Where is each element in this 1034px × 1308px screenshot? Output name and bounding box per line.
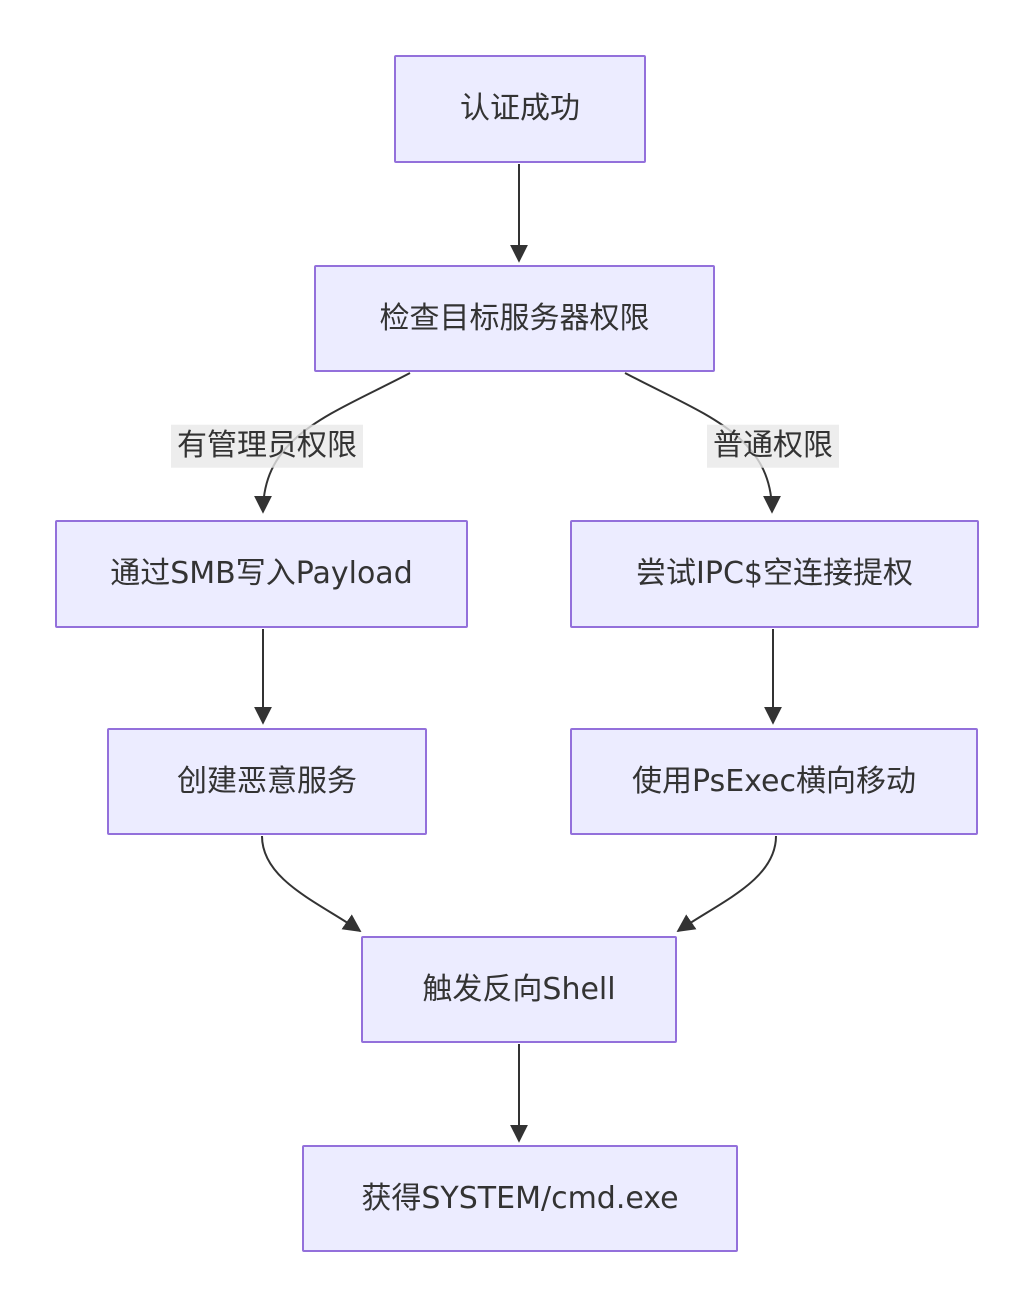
node-create-service-label: 创建恶意服务	[177, 763, 357, 799]
edge-psexec-to-shell	[676, 835, 777, 933]
node-smb-payload: 通过SMB写入Payload	[55, 520, 468, 628]
node-check-perms-label: 检查目标服务器权限	[379, 300, 650, 336]
node-psexec-lateral-label: 使用PsExec横向移动	[632, 763, 916, 799]
node-psexec-lateral: 使用PsExec横向移动	[570, 728, 978, 835]
node-create-service: 创建恶意服务	[107, 728, 427, 835]
node-check-perms: 检查目标服务器权限	[314, 265, 715, 372]
edge-service-to-shell	[261, 835, 362, 933]
node-system-shell: 获得SYSTEM/cmd.exe	[302, 1145, 738, 1252]
node-ipc-escalate-label: 尝试IPC$空连接提权	[636, 556, 913, 591]
node-ipc-escalate: 尝试IPC$空连接提权	[570, 520, 979, 628]
node-reverse-shell: 触发反向Shell	[361, 936, 677, 1043]
node-reverse-shell-label: 触发反向Shell	[422, 971, 616, 1007]
edge-label-admin-branch: 有管理员权限	[171, 424, 363, 468]
node-auth-success-label: 认证成功	[460, 91, 580, 126]
node-system-shell-label: 获得SYSTEM/cmd.exe	[361, 1180, 679, 1216]
node-auth-success: 认证成功	[394, 55, 646, 163]
node-smb-payload-label: 通过SMB写入Payload	[110, 556, 413, 591]
edge-label-normal-branch: 普通权限	[707, 424, 839, 468]
